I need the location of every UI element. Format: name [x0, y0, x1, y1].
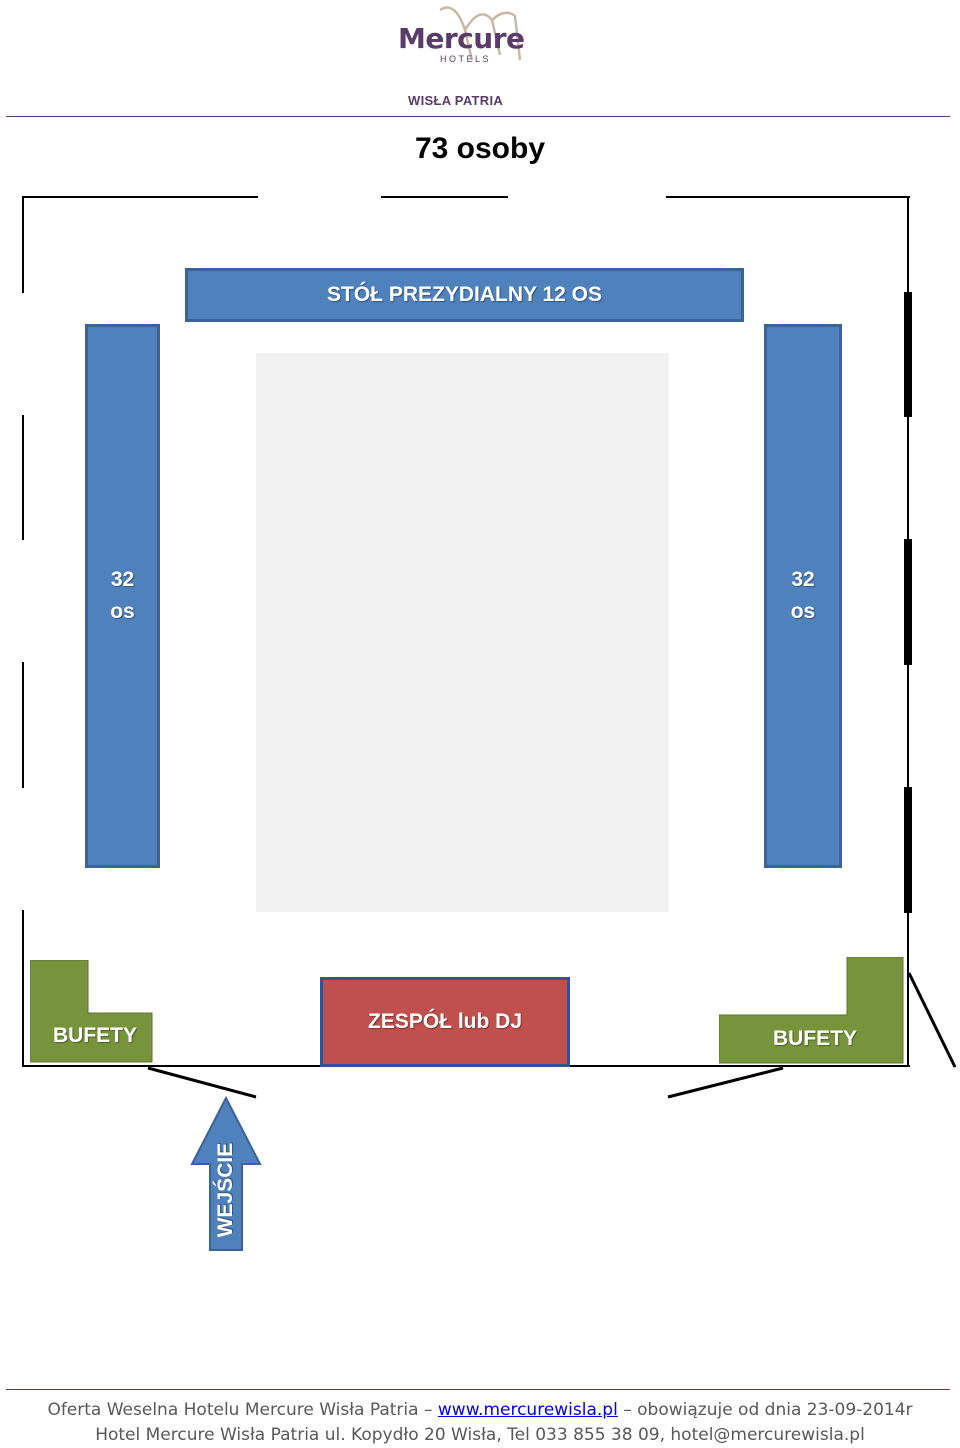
footer-validity-text: – obowiązuje od dnia 23-09-2014r [623, 1400, 913, 1420]
right-table: 32 os [764, 324, 842, 868]
right-table-count: 32 [791, 568, 815, 591]
page-title: 73 osoby [414, 132, 546, 165]
footer-line-1: Oferta Weselna Hotelu Mercure Wisła Patr… [0, 1400, 960, 1420]
buffet-right-label: BUFETY [773, 1027, 857, 1050]
mercure-m-logo-icon [439, 6, 522, 61]
wall-top-right [666, 196, 910, 198]
hotel-location: WISŁA PATRIA [408, 93, 504, 108]
wall-top-left [22, 196, 258, 198]
head-table: STÓŁ PREZYDIALNY 12 OS [185, 268, 744, 322]
brand-name: Mercure [398, 22, 525, 55]
buffet-right-shape [719, 957, 904, 1064]
floor-plan: STÓŁ PREZYDIALNY 12 OS 32 os 32 os ZESPÓ… [22, 196, 957, 1251]
wall-top-middle [381, 196, 508, 198]
entrance-label: WEJŚCIE [214, 1142, 237, 1238]
wall-left-1 [22, 196, 24, 293]
right-table-unit: os [790, 600, 816, 623]
window-right-1 [904, 292, 912, 417]
footer-line-2: Hotel Mercure Wisła Patria ul. Kopydło 2… [95, 1425, 865, 1445]
footer-offer-text: Oferta Weselna Hotelu Mercure Wisła Patr… [47, 1400, 433, 1420]
band-area: ZESPÓŁ lub DJ [320, 977, 570, 1067]
door-left [147, 1066, 257, 1099]
hotel-logo: Mercure HOTELS WISŁA PATRIA [380, 0, 580, 115]
buffet-left-shape [30, 960, 153, 1063]
header-divider [6, 116, 950, 117]
door-right-side [907, 972, 957, 1068]
footer-divider [6, 1389, 950, 1390]
website-link[interactable]: www.mercurewisla.pl [437, 1400, 618, 1420]
buffet-left-label: BUFETY [53, 1024, 137, 1047]
dance-floor [256, 353, 669, 912]
brand-subtitle: HOTELS [440, 54, 492, 64]
door-right [667, 1066, 784, 1099]
left-table: 32 os [85, 324, 160, 868]
wall-left-4 [22, 910, 24, 1067]
wall-left-3 [22, 662, 24, 788]
left-table-unit: os [110, 600, 135, 623]
doors-layer [147, 972, 957, 1099]
left-table-count: 32 [110, 568, 135, 591]
window-right-2 [904, 539, 912, 665]
window-right-3 [904, 787, 912, 913]
entrance-arrow-icon [190, 1096, 262, 1251]
wall-left-2 [22, 415, 24, 540]
